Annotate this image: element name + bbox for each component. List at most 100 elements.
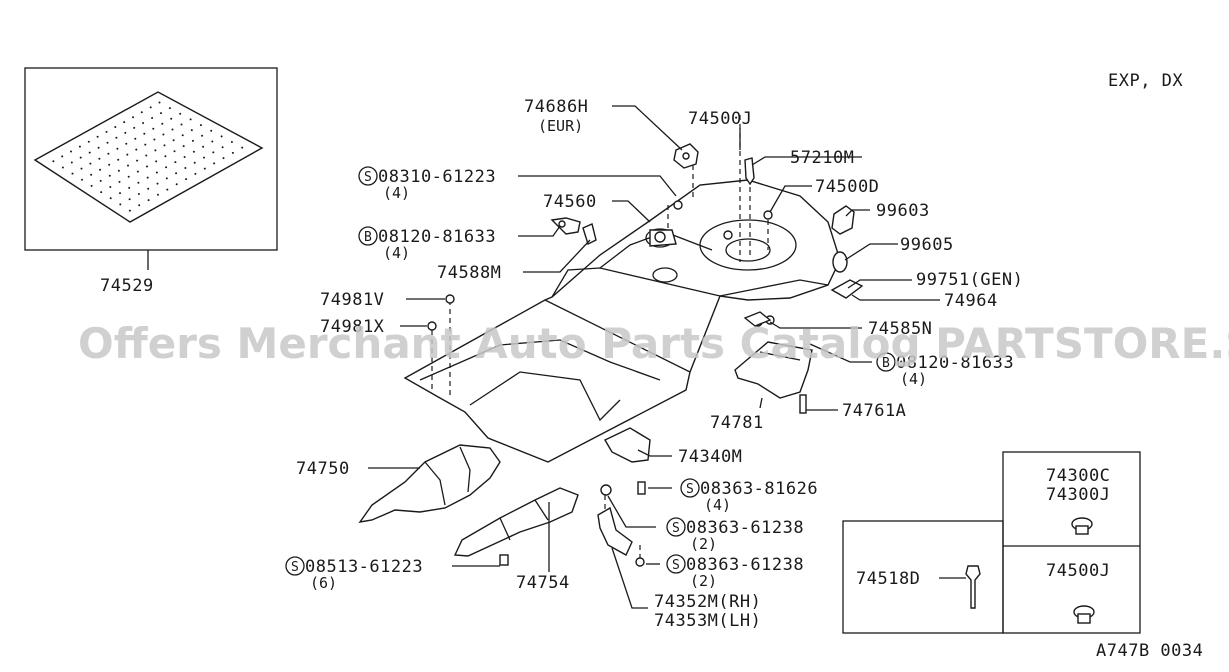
mat-dot bbox=[116, 147, 119, 150]
mat-dot bbox=[108, 163, 111, 166]
part-label-sub: (2) bbox=[690, 572, 717, 590]
part-label: 74761A bbox=[842, 401, 906, 421]
mat-dot bbox=[155, 171, 158, 174]
part-label-sub: (EUR) bbox=[538, 117, 583, 135]
mat-dot bbox=[155, 160, 158, 163]
mat-dot bbox=[165, 177, 168, 180]
callout-symbol-ring bbox=[680, 478, 700, 498]
mat-dot bbox=[180, 123, 183, 126]
mat-dot bbox=[161, 122, 164, 125]
part-label: 74518D bbox=[856, 569, 920, 589]
insulator-mat bbox=[33, 91, 264, 223]
mat-dot bbox=[119, 203, 122, 206]
mat-dot bbox=[203, 167, 206, 170]
heat-insulator-74750 bbox=[358, 444, 501, 523]
mat-dot bbox=[212, 151, 215, 154]
diagram-code: A747B 0034 bbox=[1096, 641, 1203, 661]
mat-dot bbox=[114, 126, 117, 128]
mat-dot bbox=[193, 161, 196, 164]
mat-dot bbox=[125, 142, 128, 145]
leader-lines bbox=[368, 105, 940, 609]
mat-dot bbox=[140, 111, 143, 114]
mat-dot bbox=[70, 161, 73, 164]
mat-dot bbox=[99, 179, 102, 182]
mat-dot bbox=[135, 148, 138, 151]
part-label-sub: (4) bbox=[383, 184, 410, 202]
callout-symbol: B bbox=[364, 230, 372, 245]
mat-dot bbox=[118, 180, 121, 183]
mat-dot bbox=[156, 182, 159, 185]
mat-dot bbox=[210, 129, 213, 132]
callout-symbol-ring bbox=[876, 352, 896, 372]
part-label: 08120-81633 bbox=[378, 227, 496, 247]
mat-dot bbox=[182, 145, 185, 148]
mat-dot bbox=[119, 192, 121, 195]
mat-dot bbox=[98, 157, 101, 160]
mat-dot bbox=[185, 178, 188, 181]
callout-symbol: B bbox=[882, 356, 890, 371]
callout-symbol: S bbox=[291, 560, 299, 575]
mat-dot bbox=[189, 118, 192, 121]
mat-dot bbox=[213, 162, 216, 165]
part-label: 74964 bbox=[944, 291, 998, 311]
mat-dot bbox=[164, 155, 167, 158]
mat-dot bbox=[132, 116, 134, 119]
mat-dot bbox=[170, 117, 173, 120]
part-label: 74981X bbox=[320, 317, 385, 337]
bracket-74352M bbox=[597, 506, 633, 556]
insulator-mat-texture bbox=[52, 101, 244, 212]
mat-dot bbox=[158, 101, 161, 104]
mat-dot bbox=[154, 149, 157, 152]
inset-box-clips bbox=[1002, 451, 1141, 634]
callout-symbol-ring bbox=[666, 517, 686, 537]
mat-dot bbox=[151, 117, 154, 119]
callout-symbol-ring bbox=[666, 554, 686, 574]
mat-dot bbox=[127, 175, 130, 178]
mat-dot bbox=[202, 145, 205, 148]
part-label: 99751(GEN) bbox=[916, 270, 1023, 290]
part-label: 08310-61223 bbox=[378, 167, 496, 187]
clip-74518D bbox=[939, 565, 981, 609]
mat-dot bbox=[157, 193, 159, 196]
mat-dot bbox=[184, 167, 187, 169]
mat-dot bbox=[168, 107, 171, 110]
mat-dot bbox=[147, 199, 150, 202]
mat-dot bbox=[99, 168, 102, 171]
mat-dot bbox=[174, 161, 177, 164]
mat-dot bbox=[128, 186, 131, 189]
mat-dot bbox=[162, 133, 165, 136]
bracket-74340M bbox=[604, 427, 651, 463]
part-label: 74686H bbox=[524, 97, 588, 117]
mat-dot bbox=[191, 139, 194, 142]
part-label: 74750 bbox=[296, 459, 350, 479]
part-label: 74560 bbox=[543, 192, 597, 212]
part-label-sub: (4) bbox=[704, 496, 731, 514]
mat-dot bbox=[146, 176, 149, 179]
variant-label: EXP, DX bbox=[1108, 71, 1183, 91]
mat-dot bbox=[128, 209, 131, 212]
mat-dot bbox=[175, 183, 178, 186]
mat-dot bbox=[100, 191, 103, 194]
part-label: 08363-61238 bbox=[686, 518, 804, 538]
mat-dot bbox=[149, 106, 152, 109]
mat-dot bbox=[70, 150, 72, 153]
plug-74500J bbox=[1073, 605, 1095, 624]
part-label-sub: (4) bbox=[383, 244, 410, 262]
mat-dot bbox=[221, 146, 224, 149]
part-label: 74585N bbox=[868, 319, 932, 339]
inset-box-74529 bbox=[24, 67, 278, 251]
mat-dot bbox=[136, 159, 139, 162]
mat-dot bbox=[145, 154, 148, 157]
mat-dot bbox=[108, 174, 111, 177]
heat-insulator-74754 bbox=[453, 487, 579, 557]
mat-dot bbox=[127, 164, 129, 167]
mat-dot bbox=[137, 181, 140, 184]
part-label-sub: 74300J bbox=[1046, 485, 1110, 505]
mat-dot bbox=[153, 138, 156, 141]
mat-dot bbox=[172, 139, 175, 142]
grommet-74300C bbox=[1071, 517, 1093, 535]
part-label: 74781 bbox=[710, 413, 764, 433]
mat-dot bbox=[199, 124, 202, 127]
